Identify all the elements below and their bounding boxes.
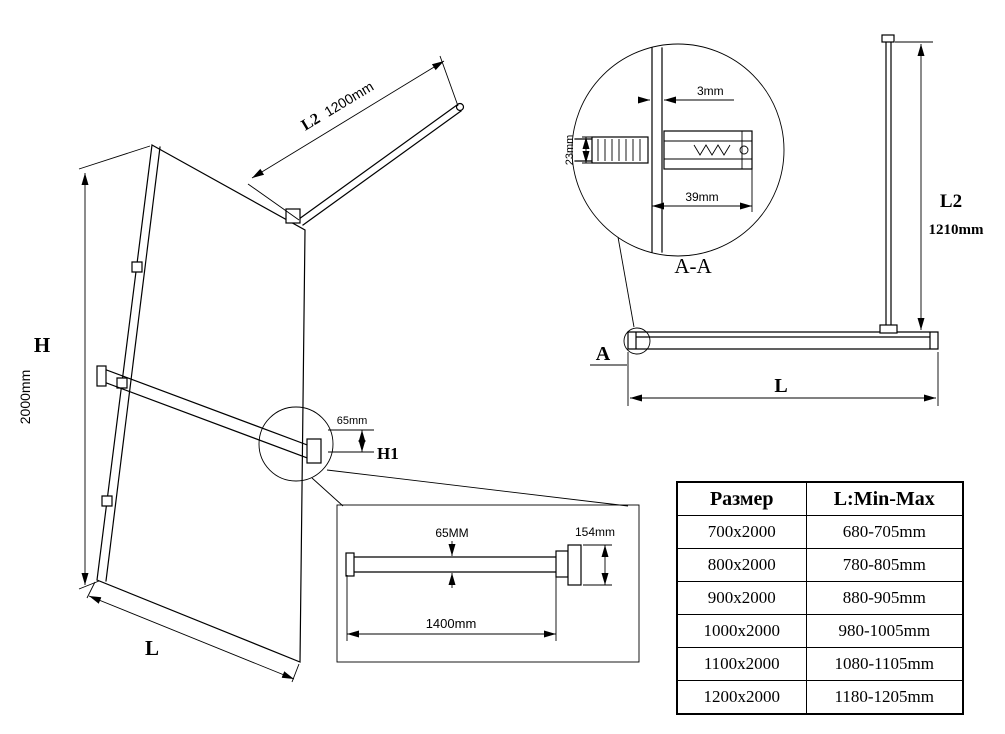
towel-rail: [96, 365, 322, 464]
glass-gap-dim: 3mm: [638, 84, 734, 104]
range-cell: 1080-1105mm: [805, 647, 964, 681]
clamp-body: [663, 130, 753, 170]
wall-profile: [105, 146, 161, 582]
table-row: 900x2000 880-905mm: [676, 581, 964, 615]
wall-plate: [567, 544, 582, 586]
clamp-length-dim: 39mm: [652, 169, 753, 212]
size-column-header: Размер: [676, 481, 807, 516]
size-cell: 1000x2000: [676, 614, 807, 648]
standpipe-joint: [879, 324, 898, 334]
plate-height-dim-value: 154mm: [575, 525, 615, 539]
glass-section: [651, 47, 663, 253]
clamp-height-value: 23mm: [564, 135, 576, 166]
range-cell: 680-705mm: [805, 515, 964, 549]
width-label: L: [145, 636, 159, 660]
bar-length-label: L2: [299, 110, 324, 134]
plan-bar-label: L2: [940, 191, 962, 212]
range-cell: 880-905mm: [805, 581, 964, 615]
plate-height-dim: 154mm: [575, 525, 615, 586]
isometric-view: H 2000mm L L21200mm: [17, 55, 629, 683]
plan-width-dim: L: [627, 352, 939, 406]
rail-left-cap: [96, 365, 107, 387]
height-dimension: H 2000mm: [17, 145, 151, 590]
range-column-header: L:Min-Max: [805, 481, 964, 516]
clamp-inner-lines: [664, 131, 752, 169]
detail-leader-lines: [311, 469, 629, 507]
bar-knurled-end: [591, 136, 649, 164]
height-value: 2000mm: [17, 370, 33, 424]
rail-height-dim-value: 65MM: [435, 526, 468, 540]
range-cell: 980-1005mm: [805, 614, 964, 648]
plan-view: A L2 1210mm L: [590, 34, 984, 406]
screw-icon: [739, 145, 749, 155]
clamp-height-dim: 23mm: [564, 135, 592, 166]
height-label: H: [34, 333, 50, 357]
rail-profile: [346, 556, 557, 573]
standpipe: [885, 41, 892, 331]
section-detail-view: 3mm 23mm 39mm A-A: [564, 43, 785, 328]
standpipe-top-fitting: [881, 34, 895, 43]
clamp-length-value: 39mm: [685, 190, 718, 204]
rail-bracket: [555, 550, 569, 578]
bar-length-dimension: L21200mm: [247, 55, 459, 221]
wall-bracket-icons: [101, 261, 143, 507]
section-circle: [571, 43, 785, 257]
section-leader-line: [617, 236, 635, 328]
bar-length-value: 1200mm: [321, 78, 376, 120]
rail-detail-circle: [258, 406, 334, 482]
size-table: Размер L:Min-Max 700x2000 680-705mm 800x…: [676, 481, 964, 715]
table-row: 800x2000 780-805mm: [676, 548, 964, 582]
width-dimension: L: [86, 581, 300, 683]
rail-height-dim: 65MM: [435, 526, 469, 588]
table-row: 1000x2000 980-1005mm: [676, 614, 964, 648]
plan-bar-length-dim: L2 1210mm: [895, 41, 984, 330]
detail-a-marker-circle: [623, 327, 651, 355]
size-table-header-row: Размер L:Min-Max: [676, 481, 964, 516]
plan-width-label: L: [774, 375, 787, 397]
section-label: A-A: [674, 254, 712, 278]
table-row: 1100x2000 1080-1105mm: [676, 647, 964, 681]
spring-icon: [693, 144, 731, 156]
size-cell: 700x2000: [676, 515, 807, 549]
size-cell: 800x2000: [676, 548, 807, 582]
rail-height-dimension: 65mm H1: [328, 415, 399, 463]
size-cell: 1200x2000: [676, 680, 807, 715]
table-row: 700x2000 680-705mm: [676, 515, 964, 549]
bar-section-lines: [574, 138, 593, 162]
range-cell: 1180-1205mm: [805, 680, 964, 715]
detail-frame: [336, 504, 640, 663]
rail-length-dim-value: 1400mm: [426, 616, 477, 631]
bar-end-fitting: [455, 102, 465, 112]
glass-panel: [96, 144, 306, 663]
size-cell: 900x2000: [676, 581, 807, 615]
rail-cap: [345, 552, 355, 577]
table-row: 1200x2000 1180-1205mm: [676, 680, 964, 715]
size-cell: 1100x2000: [676, 647, 807, 681]
plan-bar-value: 1210mm: [929, 222, 984, 238]
rail-height-value: 65mm: [337, 415, 368, 427]
knurl-hatching: [597, 139, 641, 161]
glass-gap-value: 3mm: [697, 84, 724, 98]
top-profile: [627, 331, 939, 350]
rail-detail-view: 65MM 154mm 1400mm: [336, 504, 640, 663]
detail-a-marker: A: [596, 343, 611, 365]
rail-height-label: H1: [377, 444, 399, 463]
range-cell: 780-805mm: [805, 548, 964, 582]
rail-length-dim: 1400mm: [346, 575, 557, 641]
rail-right-bracket: [306, 438, 322, 464]
